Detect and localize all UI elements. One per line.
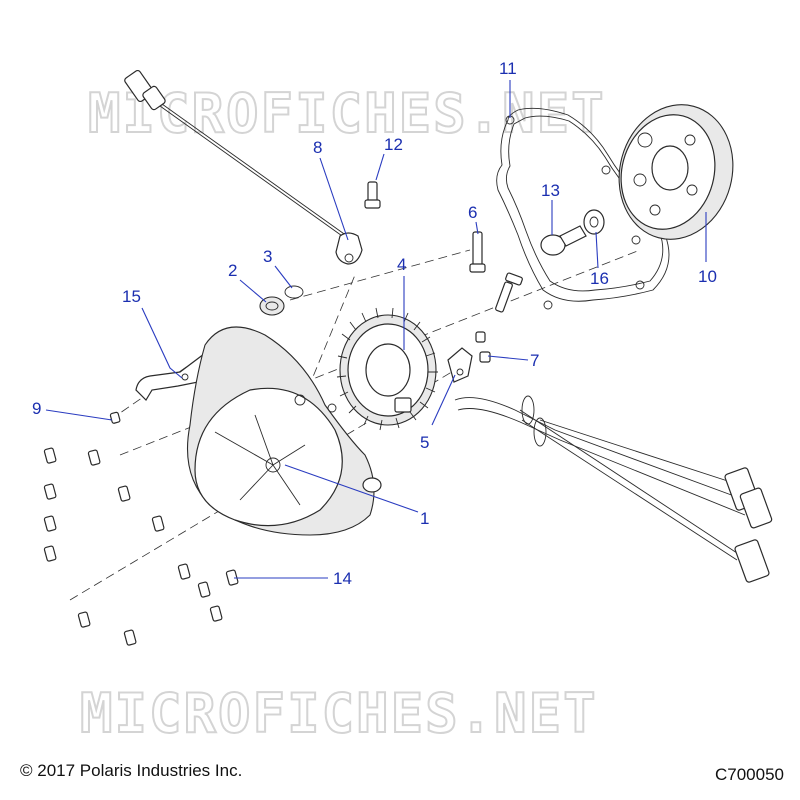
screw-7 bbox=[475, 331, 491, 363]
flywheel-10 bbox=[618, 104, 734, 240]
callout-13: 13 bbox=[541, 181, 560, 200]
wire-clip-5 bbox=[447, 347, 473, 383]
bolt-12 bbox=[364, 181, 381, 209]
callout-10: 10 bbox=[698, 267, 717, 286]
callout-8: 8 bbox=[313, 138, 322, 157]
callout-4: 4 bbox=[397, 255, 406, 274]
callout-1: 1 bbox=[420, 509, 429, 528]
callout-2: 2 bbox=[228, 261, 237, 280]
bolt-6 bbox=[469, 231, 523, 313]
callout-14: 14 bbox=[333, 569, 352, 588]
cover-bolts bbox=[43, 411, 239, 646]
callout-15: 15 bbox=[122, 287, 141, 306]
washer-16 bbox=[583, 209, 605, 235]
callout-6: 6 bbox=[468, 203, 477, 222]
callout-7: 7 bbox=[530, 351, 539, 370]
figure-code: C700050 bbox=[714, 765, 784, 784]
callout-5: 5 bbox=[420, 433, 429, 452]
gasket-11 bbox=[496, 107, 670, 310]
watermark-top: MICROFICHES.NET bbox=[88, 82, 606, 145]
callout-12: 12 bbox=[384, 135, 403, 154]
copyright-notice: © 2017 Polaris Industries Inc. bbox=[20, 761, 243, 780]
wiring-harness bbox=[454, 395, 773, 583]
leader-lines bbox=[45, 80, 707, 579]
speed-sensor-assembly bbox=[124, 69, 363, 265]
stator-4 bbox=[336, 307, 438, 431]
callouts: 1 2 3 4 5 6 7 8 9 10 11 12 13 14 15 16 bbox=[32, 59, 717, 588]
callout-3: 3 bbox=[263, 247, 272, 266]
bracket-15 bbox=[135, 353, 213, 401]
snap-ring-3 bbox=[284, 285, 304, 299]
watermark-bottom: MICROFICHES.NET bbox=[80, 682, 598, 745]
callout-16: 16 bbox=[590, 269, 609, 288]
callout-11: 11 bbox=[499, 59, 517, 78]
stator-cover-1 bbox=[187, 326, 382, 536]
bolt-13 bbox=[540, 225, 587, 256]
callout-9: 9 bbox=[32, 399, 41, 418]
